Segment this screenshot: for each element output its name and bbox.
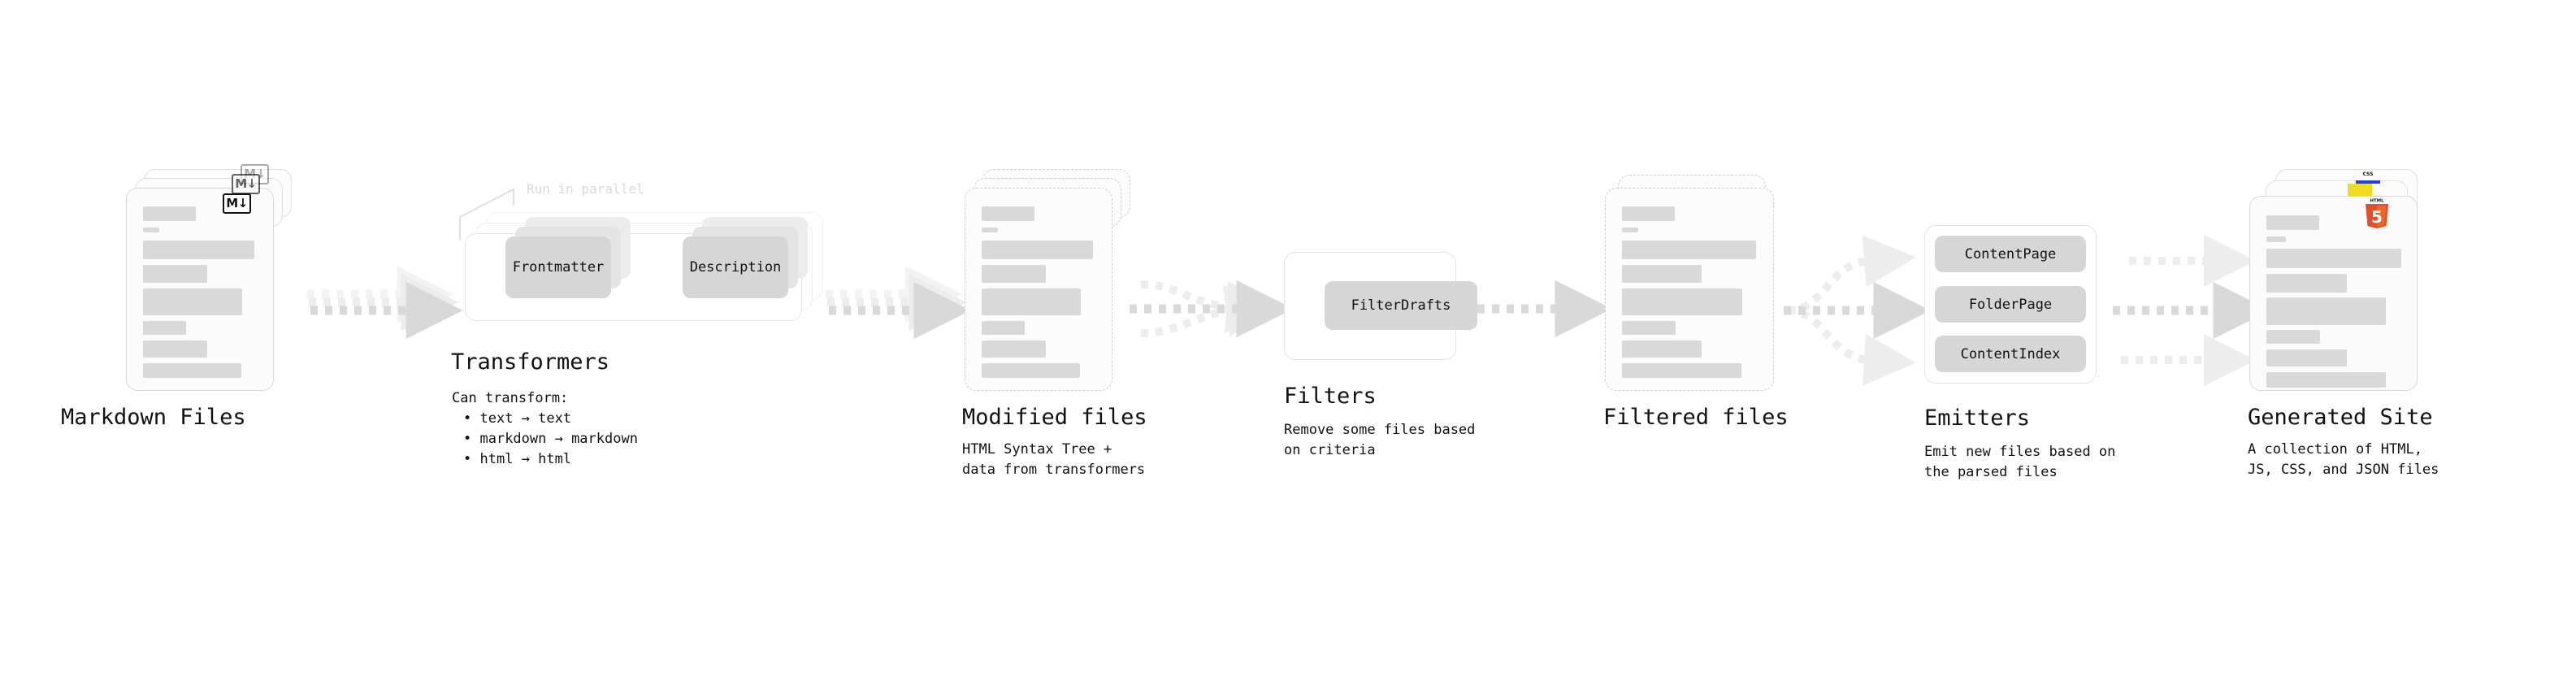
run-in-parallel-label: Run in parallel bbox=[527, 181, 644, 197]
stage-title-filtered-files: Filtered files bbox=[1603, 405, 1789, 430]
stage-subtitle-transformers: Can transform: bbox=[452, 390, 569, 406]
css-icon-label: CSS bbox=[2362, 171, 2374, 177]
markdown-icon-back1: M↓ bbox=[232, 174, 260, 194]
stage-subtitle-filters: Remove some files based on criteria bbox=[1284, 422, 1476, 458]
stage-subtitle-emitters: Emit new files based on the parsed files bbox=[1924, 444, 2116, 480]
filter-chip-filterdrafts[interactable]: FilterDrafts bbox=[1325, 281, 1477, 330]
stage-subtitle-modified-files: HTML Syntax Tree + data from transformer… bbox=[962, 441, 1146, 478]
markdown-file-card-front bbox=[126, 188, 274, 391]
stage-title-markdown-files: Markdown Files bbox=[61, 405, 246, 430]
transformer-chip-frontmatter[interactable]: Frontmatter bbox=[505, 236, 611, 298]
arrow-modified-to-filters bbox=[1130, 280, 1294, 338]
stage-title-modified-files: Modified files bbox=[962, 405, 1147, 430]
run-in-parallel-leader bbox=[459, 188, 514, 240]
site-file-card-html bbox=[2249, 196, 2418, 391]
svg-text:HTML: HTML bbox=[2370, 199, 2384, 204]
arrow-transformers-to-modified bbox=[826, 265, 971, 340]
arrow-filtered-to-emitters bbox=[1784, 235, 1931, 386]
transformer-bullet-0-text: text → text bbox=[479, 410, 572, 427]
stage-subtitle-generated-site: A collection of HTML, JS, CSS, and JSON … bbox=[2248, 441, 2439, 478]
emitter-chip-folderpage[interactable]: FolderPage bbox=[1935, 286, 2086, 323]
arrow-emitters-to-site bbox=[2113, 234, 2270, 386]
js-icon bbox=[2348, 184, 2372, 196]
filtered-file-card-front bbox=[1605, 188, 1774, 391]
arrow-markdown-to-transformers bbox=[307, 265, 463, 340]
stage-title-filters: Filters bbox=[1284, 384, 1377, 409]
modified-file-card-front bbox=[965, 188, 1112, 391]
transformer-bullet-2-text: html → html bbox=[479, 451, 572, 467]
emitter-chip-contentindex[interactable]: ContentIndex bbox=[1935, 336, 2086, 372]
markdown-icon: M↓ bbox=[223, 193, 251, 214]
transformer-bullet-2: • html → html bbox=[463, 451, 572, 467]
transformer-bullet-1-text: markdown → markdown bbox=[479, 431, 638, 447]
stage-title-transformers: Transformers bbox=[451, 349, 610, 375]
stage-title-generated-site: Generated Site bbox=[2248, 405, 2433, 430]
transformer-chip-description[interactable]: Description bbox=[683, 236, 788, 298]
css-icon: CSS bbox=[2356, 172, 2380, 184]
transformer-bullet-1: • markdown → markdown bbox=[463, 431, 638, 447]
transformer-bullet-0: • text → text bbox=[463, 410, 572, 427]
stage-title-emitters: Emitters bbox=[1924, 406, 2031, 431]
emitter-chip-contentpage[interactable]: ContentPage bbox=[1935, 236, 2086, 272]
html5-icon: HTML 5 bbox=[2366, 199, 2388, 228]
svg-text:5: 5 bbox=[2371, 207, 2383, 227]
